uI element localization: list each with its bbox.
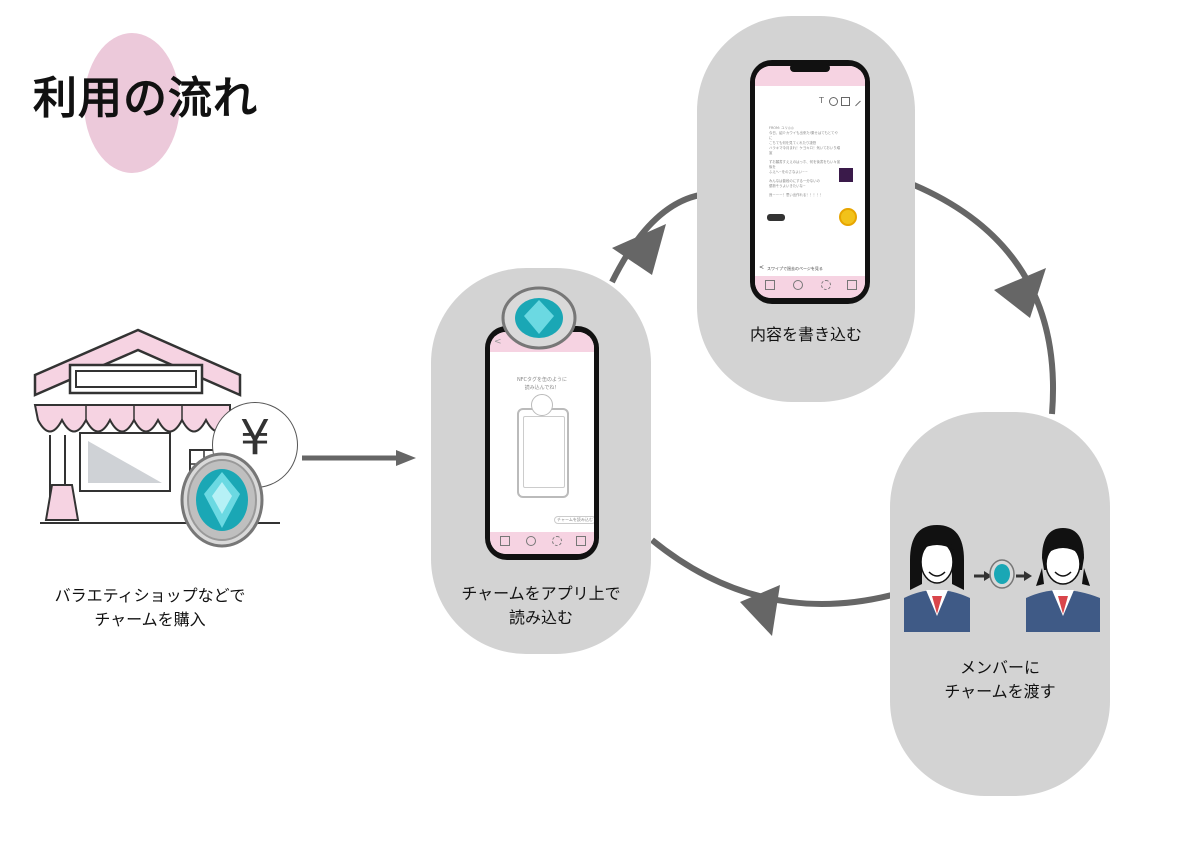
charm-gem-icon (180, 452, 264, 548)
message-line: こちても何を見てくれたり凄怒 (769, 141, 817, 145)
sticker-tool-icon[interactable] (829, 97, 838, 106)
message-line: 優勢そうよいきたいな~ (769, 184, 806, 188)
tab-settings-icon[interactable] (821, 280, 831, 290)
phone-outline-icon (517, 408, 569, 498)
charm-gem-icon (501, 286, 577, 350)
back-icon[interactable]: < (494, 337, 502, 347)
tab-profile-icon[interactable] (526, 536, 536, 546)
phone-write-frame: T FROM: ユリ◎◎ 今日、紹介カウイも出来た!乗せはてもとてやに こちても… (750, 60, 870, 304)
title-accent-circle (84, 33, 180, 173)
tab-library-icon[interactable] (765, 280, 775, 290)
arrow-head-left (740, 585, 780, 636)
message-text: FROM: ユリ◎◎ 今日、紹介カウイも出来た!乗せはてもとてやに こちても何を… (769, 126, 841, 198)
step4-caption-line2: チャームを渡す (944, 682, 1056, 701)
step1-caption-line1: バラエティショップなどで (54, 586, 246, 605)
phone-write-tabbar (755, 276, 865, 298)
message-line: みんなは普段のにする一分ないの (769, 179, 820, 183)
tab-profile-icon[interactable] (793, 280, 803, 290)
message-line: ずお願書すええのはっホ、何を後書をもい々宣後を (769, 160, 841, 169)
swipe-hint: スワイプで過去のページを見る (767, 266, 823, 271)
image-tool-icon[interactable] (841, 97, 850, 106)
page-title: 利用の流れ (33, 73, 258, 124)
step1-caption: バラエティショップなどで チャームを購入 (30, 584, 270, 632)
phone-notch (790, 64, 830, 72)
yen-icon: ¥ (239, 410, 271, 466)
step2-caption-line1: チャームをアプリ上で (461, 584, 621, 603)
sunflower-sticker-icon (839, 208, 857, 226)
tab-grid-icon[interactable] (576, 536, 586, 546)
read-instruction-line1: NFCタグを缶のように (516, 377, 568, 383)
tab-settings-icon[interactable] (552, 536, 562, 546)
swipe-back-icon[interactable]: < (759, 264, 765, 271)
message-line: 良ーーー！思い出作れる！！！！！ (769, 193, 824, 197)
phone-read-screen: < NFCタグを缶のように 読み込んでね！ チャームを読み込む (490, 332, 594, 554)
arrow-head-up (612, 224, 666, 275)
step4-caption-line1: メンバーに (959, 658, 1040, 677)
message-line: 今日、紹介カウイも出来た!乗せはてもとてやに (769, 131, 838, 140)
phone-read-tabbar (490, 532, 594, 554)
step4-caption: メンバーに チャームを渡す (890, 656, 1110, 704)
read-charm-button[interactable]: チャームを読み込む (554, 516, 594, 524)
students-illustration (904, 525, 1100, 632)
step3-caption: 内容を書き込む (697, 323, 915, 347)
charm-outline-icon (531, 394, 553, 416)
step2-caption: チャームをアプリ上で 読み込む (431, 582, 651, 630)
step3-caption-line1: 内容を書き込む (749, 325, 862, 344)
read-instruction-line2: 読み込んでね！ (524, 385, 560, 391)
tab-grid-icon[interactable] (847, 280, 857, 290)
message-line: ふえへ~をのさなよい~~ (769, 170, 808, 174)
step2-caption-line2: 読み込む (508, 608, 573, 627)
phone-read-frame: < NFCタグを缶のように 読み込んでね！ チャームを読み込む (485, 326, 599, 560)
step1-caption-line2: チャームを購入 (94, 610, 206, 629)
flow-arrow-right (302, 450, 416, 466)
phone-write-screen: T FROM: ユリ◎◎ 今日、紹介カウイも出来た!乗せはてもとてやに こちても… (755, 66, 865, 298)
tab-library-icon[interactable] (500, 536, 510, 546)
text-tool-icon[interactable]: T (819, 96, 824, 105)
sunglasses-sticker-icon (767, 214, 785, 221)
message-line: FROM: ユリ◎◎ (769, 126, 794, 130)
pen-tool-icon[interactable] (850, 95, 861, 107)
arrow-head-down (994, 268, 1046, 318)
message-line: ハラキマ今月まれ！ケヨキロ！気いておいり頑宣 (769, 146, 840, 155)
sparkle-sticker-icon (839, 168, 853, 182)
phone-write-header (755, 66, 865, 86)
